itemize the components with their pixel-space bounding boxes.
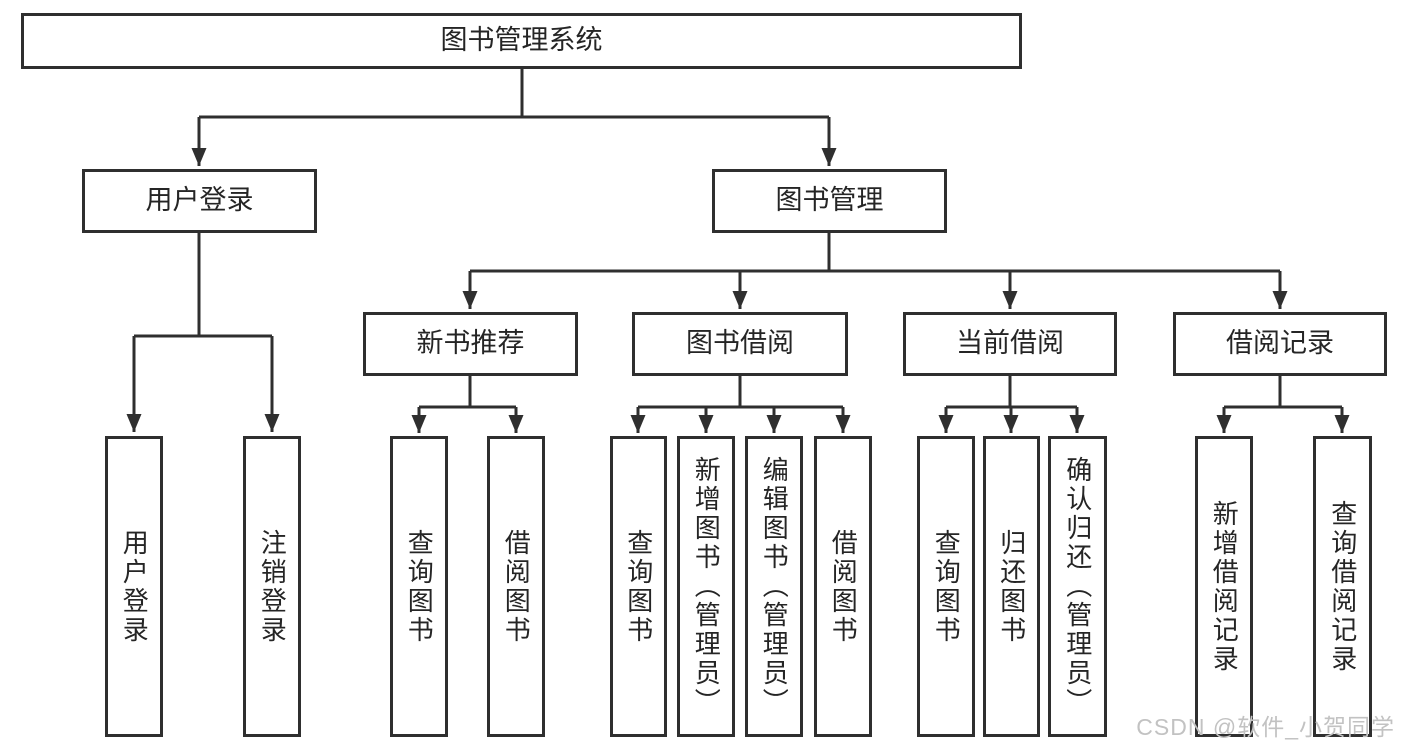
leaf-query-borrow-record: 查询借阅记录	[1313, 436, 1372, 737]
leaf-user-login: 用户登录	[105, 436, 163, 737]
leaf-borrow-books-borrowing: 借阅图书	[814, 436, 872, 737]
node-book-management-system: 图书管理系统	[21, 13, 1022, 69]
node-current-borrowing: 当前借阅	[903, 312, 1117, 376]
leaf-add-borrow-record: 新增借阅记录	[1195, 436, 1253, 737]
csdn-watermark: CSDN @软件_小贺同学	[1136, 714, 1395, 740]
leaf-query-books-recommend: 查询图书	[390, 436, 448, 737]
node-new-book-recommendation: 新书推荐	[363, 312, 578, 376]
node-book-borrowing: 图书借阅	[632, 312, 848, 376]
node-book-management: 图书管理	[712, 169, 947, 233]
node-user-login: 用户登录	[82, 169, 317, 233]
leaf-query-books-current: 查询图书	[917, 436, 975, 737]
node-borrowing-records: 借阅记录	[1173, 312, 1387, 376]
leaf-borrow-books-recommend: 借阅图书	[487, 436, 545, 737]
leaf-logout: 注销登录	[243, 436, 301, 737]
leaf-confirm-return-admin: 确认归还（管理员）	[1048, 436, 1107, 737]
leaf-add-book-admin: 新增图书（管理员）	[677, 436, 735, 737]
leaf-edit-book-admin: 编辑图书（管理员）	[745, 436, 803, 737]
leaf-return-books: 归还图书	[983, 436, 1040, 737]
leaf-query-books-borrowing: 查询图书	[610, 436, 667, 737]
